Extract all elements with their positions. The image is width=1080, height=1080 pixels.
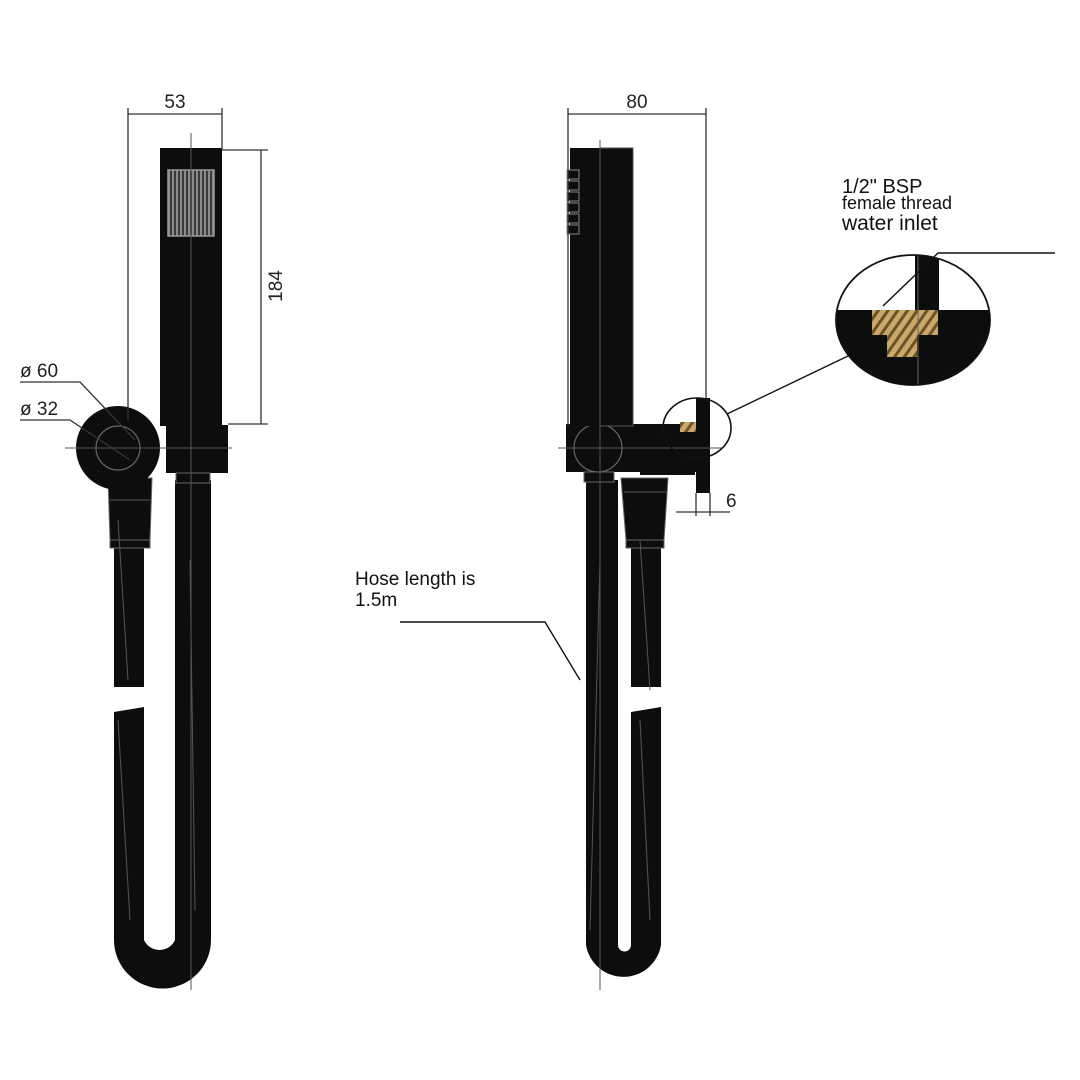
dim-offset-6 — [676, 493, 730, 516]
detail-circle — [835, 254, 991, 386]
dim-offset-label: 6 — [726, 491, 737, 512]
front-hose-bend — [114, 925, 211, 989]
dim-width-53 — [127, 108, 223, 420]
hose-label-line2: 1.5m — [355, 590, 397, 611]
side-inlet-thread — [680, 422, 696, 432]
dim-outer-dia-label: ø 60 — [20, 361, 58, 382]
dim-width-label: 53 — [164, 92, 185, 113]
inlet-label-line3: water inlet — [841, 212, 938, 235]
front-hose-left-lower — [114, 707, 144, 925]
side-wall-plate — [696, 398, 710, 493]
hose-leader — [400, 621, 581, 681]
front-holder — [166, 425, 228, 473]
detail-thread — [872, 310, 938, 335]
detail-leader — [726, 355, 849, 415]
inlet-label-line2: female thread — [842, 193, 952, 213]
side-hose-right-upper — [631, 545, 661, 687]
inlet-label-line1: 1/2" BSP — [842, 176, 922, 198]
front-hose-right — [175, 480, 211, 925]
side-hose-left — [586, 480, 618, 935]
side-hose-right-lower — [631, 707, 661, 935]
dim-diameter-leaders — [20, 381, 136, 461]
dim-depth-label: 80 — [626, 92, 647, 113]
detail-marker-circle — [662, 397, 732, 459]
dim-inner-dia-label: ø 32 — [20, 399, 58, 420]
front-view: 53 184 ø 60 ø 32 — [20, 92, 287, 990]
front-hose-left-upper — [114, 545, 144, 687]
inlet-detail-view — [835, 252, 1055, 386]
inlet-leader — [882, 252, 1055, 307]
side-hose-bend — [586, 935, 661, 977]
side-view: 80 6 — [558, 92, 849, 990]
dim-height-184 — [222, 149, 268, 425]
side-handset-nozzles — [566, 169, 580, 235]
side-hose-connector — [620, 477, 669, 541]
dim-depth-80 — [567, 108, 707, 426]
side-holder-arm — [640, 455, 695, 475]
dim-height-label: 184 — [266, 270, 287, 302]
hose-label-line1: Hose length is — [355, 569, 475, 590]
